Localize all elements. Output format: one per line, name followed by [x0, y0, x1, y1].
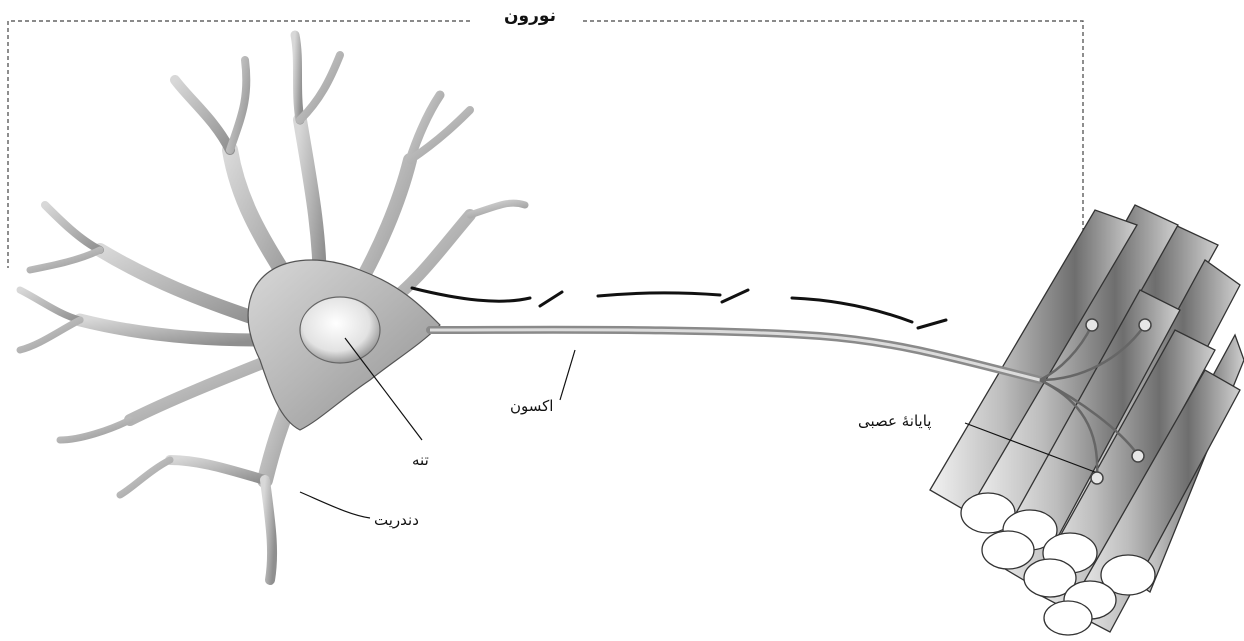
axon-line [430, 330, 1040, 380]
label-cell-body: تنه [412, 451, 429, 469]
label-dendrite: دندریت [374, 511, 419, 529]
myelin-segments [412, 288, 946, 328]
label-nerve-ending: پایانهٔ عصبی [858, 412, 931, 430]
diagram-title: نورون [480, 6, 580, 26]
label-axon: اکسون [510, 397, 553, 415]
frame-border [8, 21, 1083, 268]
nucleus [300, 297, 380, 363]
